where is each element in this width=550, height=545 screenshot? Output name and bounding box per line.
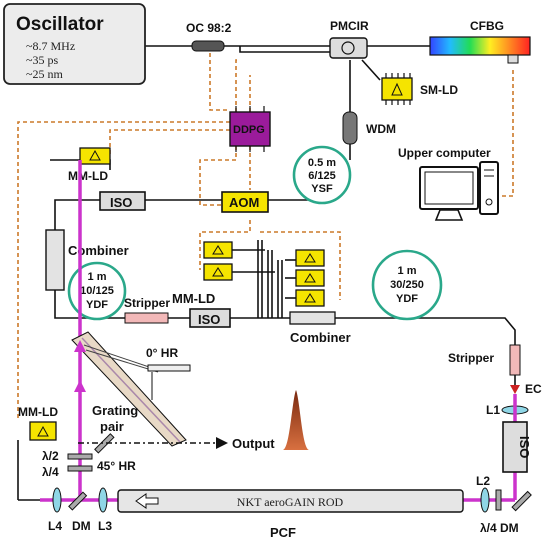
oscillator-spec-bandwidth: ~25 nm [26, 67, 63, 81]
ysf-core: 6/125 [308, 170, 336, 182]
mm-ld-bottom: MM-LD [18, 405, 58, 441]
sm-ld: SM-LD [381, 73, 458, 105]
pmcir: PMCIR [329, 19, 369, 59]
combiner-left-label: Combiner [68, 243, 129, 258]
pcf-rod: NKT aeroGAIN ROD PCF [40, 489, 470, 540]
lambda2-label: λ/2 [42, 449, 59, 463]
ydf1-length: 1 m [88, 271, 107, 283]
wdm: WDM [342, 111, 396, 145]
oscillator-spec-rep: ~8.7 MHz [26, 39, 75, 53]
upper-computer: Upper computer [398, 146, 499, 221]
mm-ld-array-left [203, 241, 233, 281]
lens-l2: L2 [476, 474, 490, 513]
stripper-2-label: Stripper [448, 351, 494, 365]
combiner-left: Combiner [45, 229, 129, 291]
ysf-loop: 0.5 m 6/125 YSF [292, 145, 352, 205]
wdm-label: WDM [366, 122, 396, 136]
isolator-mid: ISO [189, 308, 231, 328]
l1-label: L1 [486, 403, 500, 417]
l3-label: L3 [98, 519, 112, 533]
stripper-1: Stripper [124, 296, 170, 324]
hr45-label: 45° HR [97, 459, 136, 473]
stripper-2: Stripper [448, 344, 521, 376]
aom: AOM [221, 191, 269, 213]
hr0-label: 0° HR [146, 346, 178, 360]
sm-ld-label: SM-LD [420, 83, 458, 97]
combiner-mid-label: Combiner [290, 330, 351, 345]
rod-label: NKT aeroGAIN ROD [237, 495, 344, 509]
iso-right-label: ISO [517, 436, 532, 458]
combiner-mid: Combiner [289, 311, 351, 345]
mm-ld-top-label: MM-LD [68, 169, 108, 183]
output-label: Output [232, 436, 275, 451]
ysf-type: YSF [311, 183, 333, 195]
grating-label-2: pair [100, 419, 124, 434]
ddpg-label: DDPG [233, 124, 265, 136]
lens-l1: L1 [486, 403, 529, 417]
beam-right [470, 394, 517, 502]
stripper-1-label: Stripper [124, 296, 170, 310]
ddpg: DDPG [229, 106, 271, 152]
waveplate-dm-right: λ/4 DM [480, 489, 532, 535]
oscillator: Oscillator ~8.7 MHz ~35 ps ~25 nm [3, 3, 146, 85]
cfbg-label: CFBG [470, 19, 504, 33]
pcf-label: PCF [270, 525, 296, 540]
ydf2-type: YDF [396, 293, 418, 305]
lambda4-label: λ/4 [42, 465, 59, 479]
end-cap: EC [510, 375, 542, 396]
ydf1-type: YDF [86, 299, 108, 311]
pmcir-label: PMCIR [330, 19, 369, 33]
compressor: 0° HR Grating pair 45° HR Output [71, 331, 309, 473]
cfbg: CFBG [429, 19, 531, 64]
isolator-right: ISO [502, 421, 532, 473]
ec-label: EC [525, 382, 542, 396]
mm-ld-mid-label: MM-LD [172, 291, 215, 306]
lambda4-dm-label: λ/4 DM [480, 521, 519, 535]
ydf1-core: 10/125 [80, 285, 114, 297]
oscillator-spec-duration: ~35 ps [26, 53, 58, 67]
output-coupler: OC 98:2 [186, 21, 232, 52]
ysf-length: 0.5 m [308, 157, 336, 169]
mm-ld-top: MM-LD [68, 147, 111, 183]
beam-arrows [74, 340, 86, 392]
isolator-top: ISO [99, 191, 146, 211]
ydf1-loop: 1 m 10/125 YDF [67, 261, 127, 321]
mm-ld-bottom-label: MM-LD [18, 405, 58, 419]
upper-computer-label: Upper computer [398, 146, 491, 160]
ydf2-core: 30/250 [390, 279, 424, 291]
ydf2-length: 1 m [398, 265, 417, 277]
ydf2-loop: 1 m 30/250 YDF [371, 249, 443, 321]
mm-ld-array-right [295, 249, 325, 307]
aom-label: AOM [229, 195, 259, 210]
grating-label-1: Grating [92, 403, 138, 418]
l4-label: L4 [48, 519, 62, 533]
oc-label: OC 98:2 [186, 21, 232, 35]
oscillator-title: Oscillator [16, 14, 104, 35]
dm-left-label: DM [72, 519, 91, 533]
l2-label: L2 [476, 474, 490, 488]
iso-mid-label: ISO [198, 312, 220, 327]
control-lines [17, 46, 514, 420]
iso-top-label: ISO [110, 195, 132, 210]
